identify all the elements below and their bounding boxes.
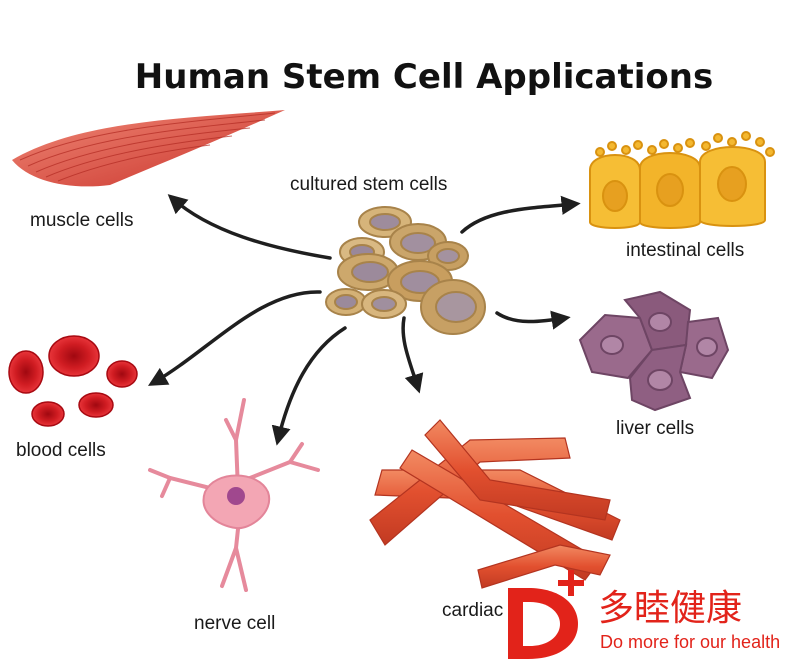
nerve-cell-label: nerve cell xyxy=(194,613,275,634)
arrow-to-cardiac xyxy=(401,316,424,394)
arrow-to-blood xyxy=(148,290,322,386)
cardiac-cells-illustration xyxy=(369,419,621,589)
nerve-cell-illustration xyxy=(148,398,320,592)
cultured-stem-cells-label: cultured stem cells xyxy=(290,174,447,195)
intestinal-cells-label: intestinal cells xyxy=(626,240,744,261)
blood-cells-label: blood cells xyxy=(16,440,106,461)
diagram-title: Human Stem Cell Applications xyxy=(135,57,713,97)
intestinal-cells-illustration xyxy=(589,131,775,229)
brand-logo-icon xyxy=(508,570,584,659)
arrow-to-nerve xyxy=(271,326,347,446)
arrow-to-liver xyxy=(495,310,571,330)
liver-cells-illustration xyxy=(578,290,730,412)
arrow-to-muscle xyxy=(167,194,332,260)
muscle-cells-illustration xyxy=(12,110,285,187)
brand-slogan: Do more for our health xyxy=(600,632,780,652)
cultured-stem-cells-illustration xyxy=(325,206,486,335)
arrows xyxy=(148,194,581,446)
liver-cells-label: liver cells xyxy=(616,418,694,439)
blood-cells-illustration xyxy=(8,335,138,427)
muscle-cells-label: muscle cells xyxy=(30,210,133,231)
brand-name-cn: 多睦健康 xyxy=(598,588,742,629)
arrow-to-intestinal xyxy=(460,195,581,234)
